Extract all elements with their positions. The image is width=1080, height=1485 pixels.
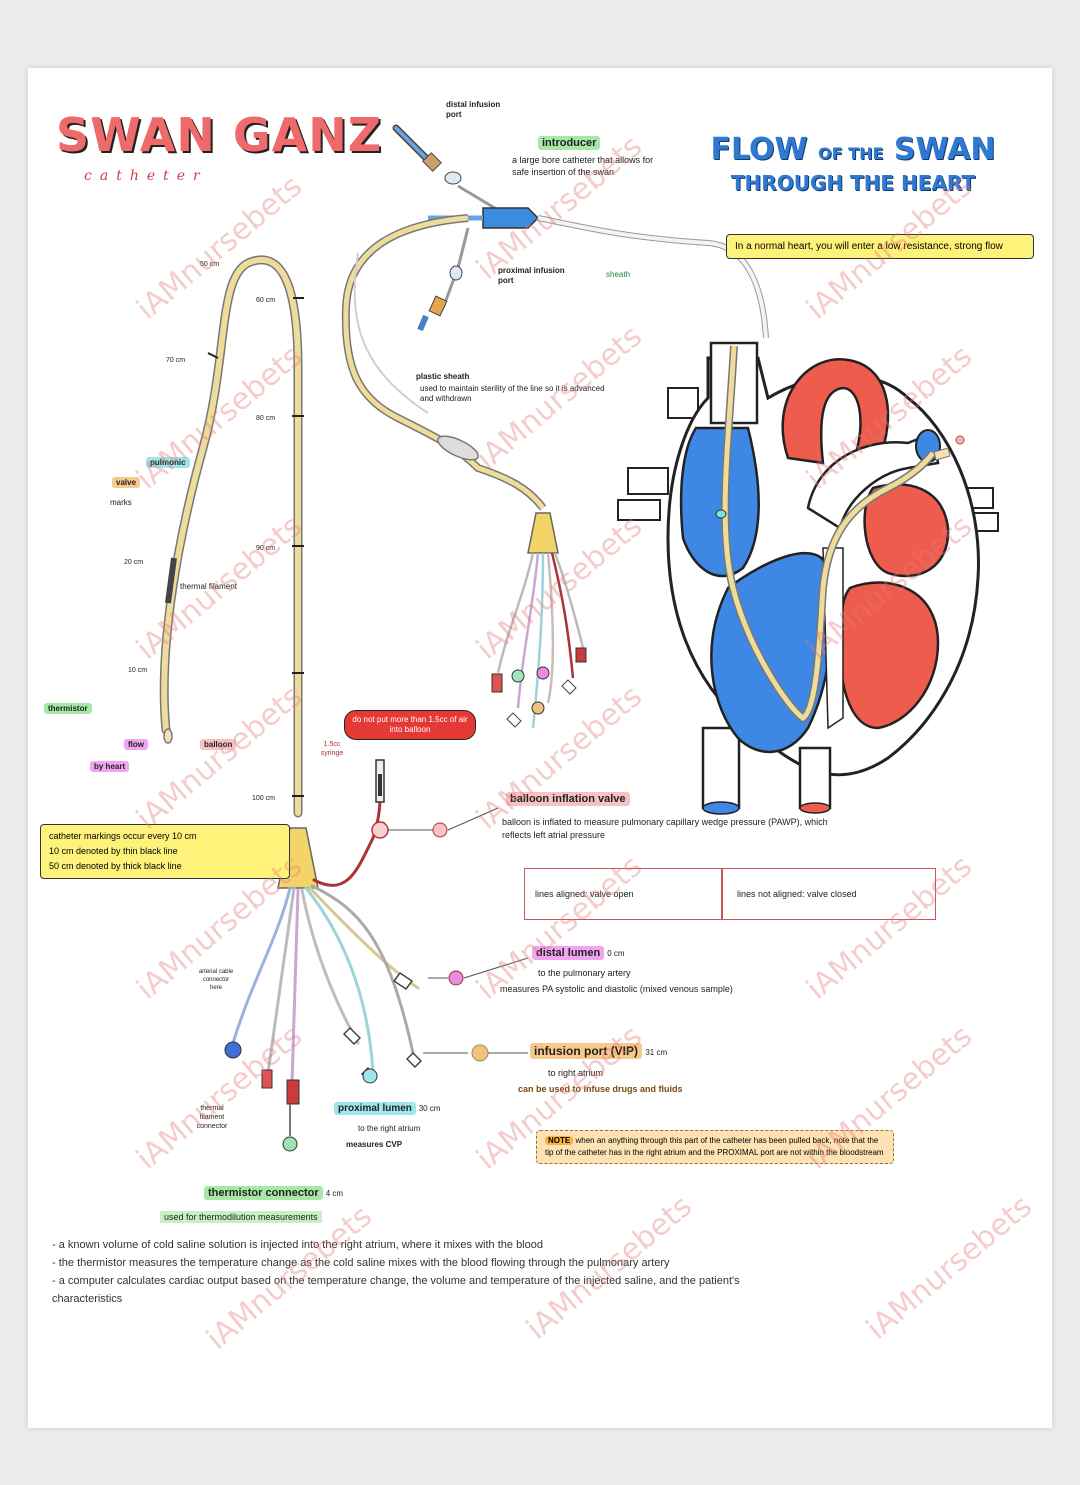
distal-lumen-title: distal lumen xyxy=(532,946,605,960)
by-heart-label: by heart xyxy=(90,761,130,772)
mark-90: 90 cm xyxy=(256,545,276,552)
note-text: when an anything through this part of th… xyxy=(545,1136,884,1157)
flow-note-box: In a normal heart, you will enter a low … xyxy=(726,234,1034,259)
thermistor-connector-subtitle: used for thermodilution measurements xyxy=(160,1211,322,1223)
proximal-lumen-title: proximal lumen xyxy=(334,1102,416,1115)
infusion-port-suffix: 31 cm xyxy=(645,1048,668,1057)
thermistor-connector-suffix: 4 cm xyxy=(325,1189,344,1198)
flow-title-word1: FLOW xyxy=(710,132,808,167)
thermistor-label: thermistor xyxy=(44,703,92,714)
distal-lumen-line1: to the pulmonary artery xyxy=(538,968,631,978)
mark-70: 70 cm xyxy=(166,357,186,364)
sleeve-desc: used to maintain sterility of the line s… xyxy=(420,384,605,403)
distal-lumen-line2: measures PA systolic and diastolic (mixe… xyxy=(500,984,733,994)
balloon-valve-desc: balloon is inflated to measure pulmonary… xyxy=(502,817,828,840)
valve-cell-closed: lines not aligned: valve closed xyxy=(737,889,857,899)
list-item: a known volume of cold saline solution i… xyxy=(52,1236,752,1254)
flow-label: flow xyxy=(124,739,148,750)
proximal-lumen-line2: measures CVP xyxy=(346,1140,403,1149)
valve-cell-open: lines aligned: valve open xyxy=(535,889,634,899)
list-item: the thermistor measures the temperature … xyxy=(52,1254,752,1272)
balloon-warning: do not put more than 1.5cc of air into b… xyxy=(344,710,476,740)
page-title: SWAN GANZ xyxy=(56,108,383,162)
mark-50: 50 cm xyxy=(200,261,220,268)
thermal-label: thermal filament xyxy=(180,582,237,591)
page-subtitle: catheter xyxy=(84,168,208,184)
markings-box: catheter markings occur every 10 cm 10 c… xyxy=(40,824,290,879)
sleeve-label: plastic sheath xyxy=(416,372,470,381)
introducer-desc: a large bore catheter that allows for sa… xyxy=(512,155,654,177)
introducer-label: introducer xyxy=(538,136,601,150)
thermal-connector-label: thermal filament connector xyxy=(196,1105,228,1130)
mark-80: 80 cm xyxy=(256,415,276,422)
heart-diagram xyxy=(617,341,999,815)
infusion-port-title: infusion port (VIP) xyxy=(530,1043,642,1059)
balloon-label: balloon xyxy=(200,739,237,750)
note-box: NOTE when an anything through this part … xyxy=(536,1130,894,1164)
note-label: NOTE xyxy=(545,1136,574,1145)
arterial-connector-label: arterial cable connector here xyxy=(198,969,234,991)
proximal-port-label: proximal infusion port xyxy=(498,266,565,285)
cm10-label: 10 cm xyxy=(128,667,148,674)
thermodilution-bullets: a known volume of cold saline solution i… xyxy=(52,1236,752,1308)
proximal-lumen-line1: to the right atrium xyxy=(358,1124,421,1133)
list-item: a computer calculates cardiac output bas… xyxy=(52,1272,752,1308)
flow-title-word2: OF THE xyxy=(818,144,884,163)
sheath-label: sheath xyxy=(606,270,631,279)
mark-60: 60 cm xyxy=(256,297,276,304)
valve-table: lines aligned: valve open lines not alig… xyxy=(524,868,936,920)
mark-100: 100 cm xyxy=(252,795,275,802)
flow-title-line2: THROUGH THE HEART xyxy=(730,171,976,195)
pulmonic-label: pulmonic xyxy=(146,457,190,468)
notes-sheet: SWAN GANZ catheter FLOW OF THE SWAN THRO… xyxy=(28,68,1052,1428)
thermistor-connector-title: thermistor connector xyxy=(204,1186,323,1200)
proximal-lumen-suffix: 30 cm xyxy=(418,1104,441,1113)
marks-label: marks xyxy=(110,498,132,507)
introducer-hub xyxy=(482,207,540,229)
cm20-label: 20 cm xyxy=(124,559,144,566)
markings-line1: catheter markings occur every 10 cm xyxy=(49,831,197,841)
markings-line3: 50 cm denoted by thick black line xyxy=(49,861,182,871)
distal-port-label: distal infusion port xyxy=(446,100,501,119)
distal-lumen-suffix: 0 cm xyxy=(607,949,625,958)
balloon-valve-title: balloon inflation valve xyxy=(506,792,630,806)
flow-title-word3: SWAN xyxy=(893,132,996,167)
infusion-port-line1: to right atrium xyxy=(548,1068,604,1078)
infusion-port-line2: can be used to infuse drugs and fluids xyxy=(518,1084,683,1094)
markings-line2: 10 cm denoted by thin black line xyxy=(49,846,178,856)
valve-label: valve xyxy=(112,477,141,488)
syringe-label: 1.5cc syringe xyxy=(320,741,344,757)
flow-title: FLOW OF THE SWAN THROUGH THE HEART xyxy=(688,132,1018,196)
